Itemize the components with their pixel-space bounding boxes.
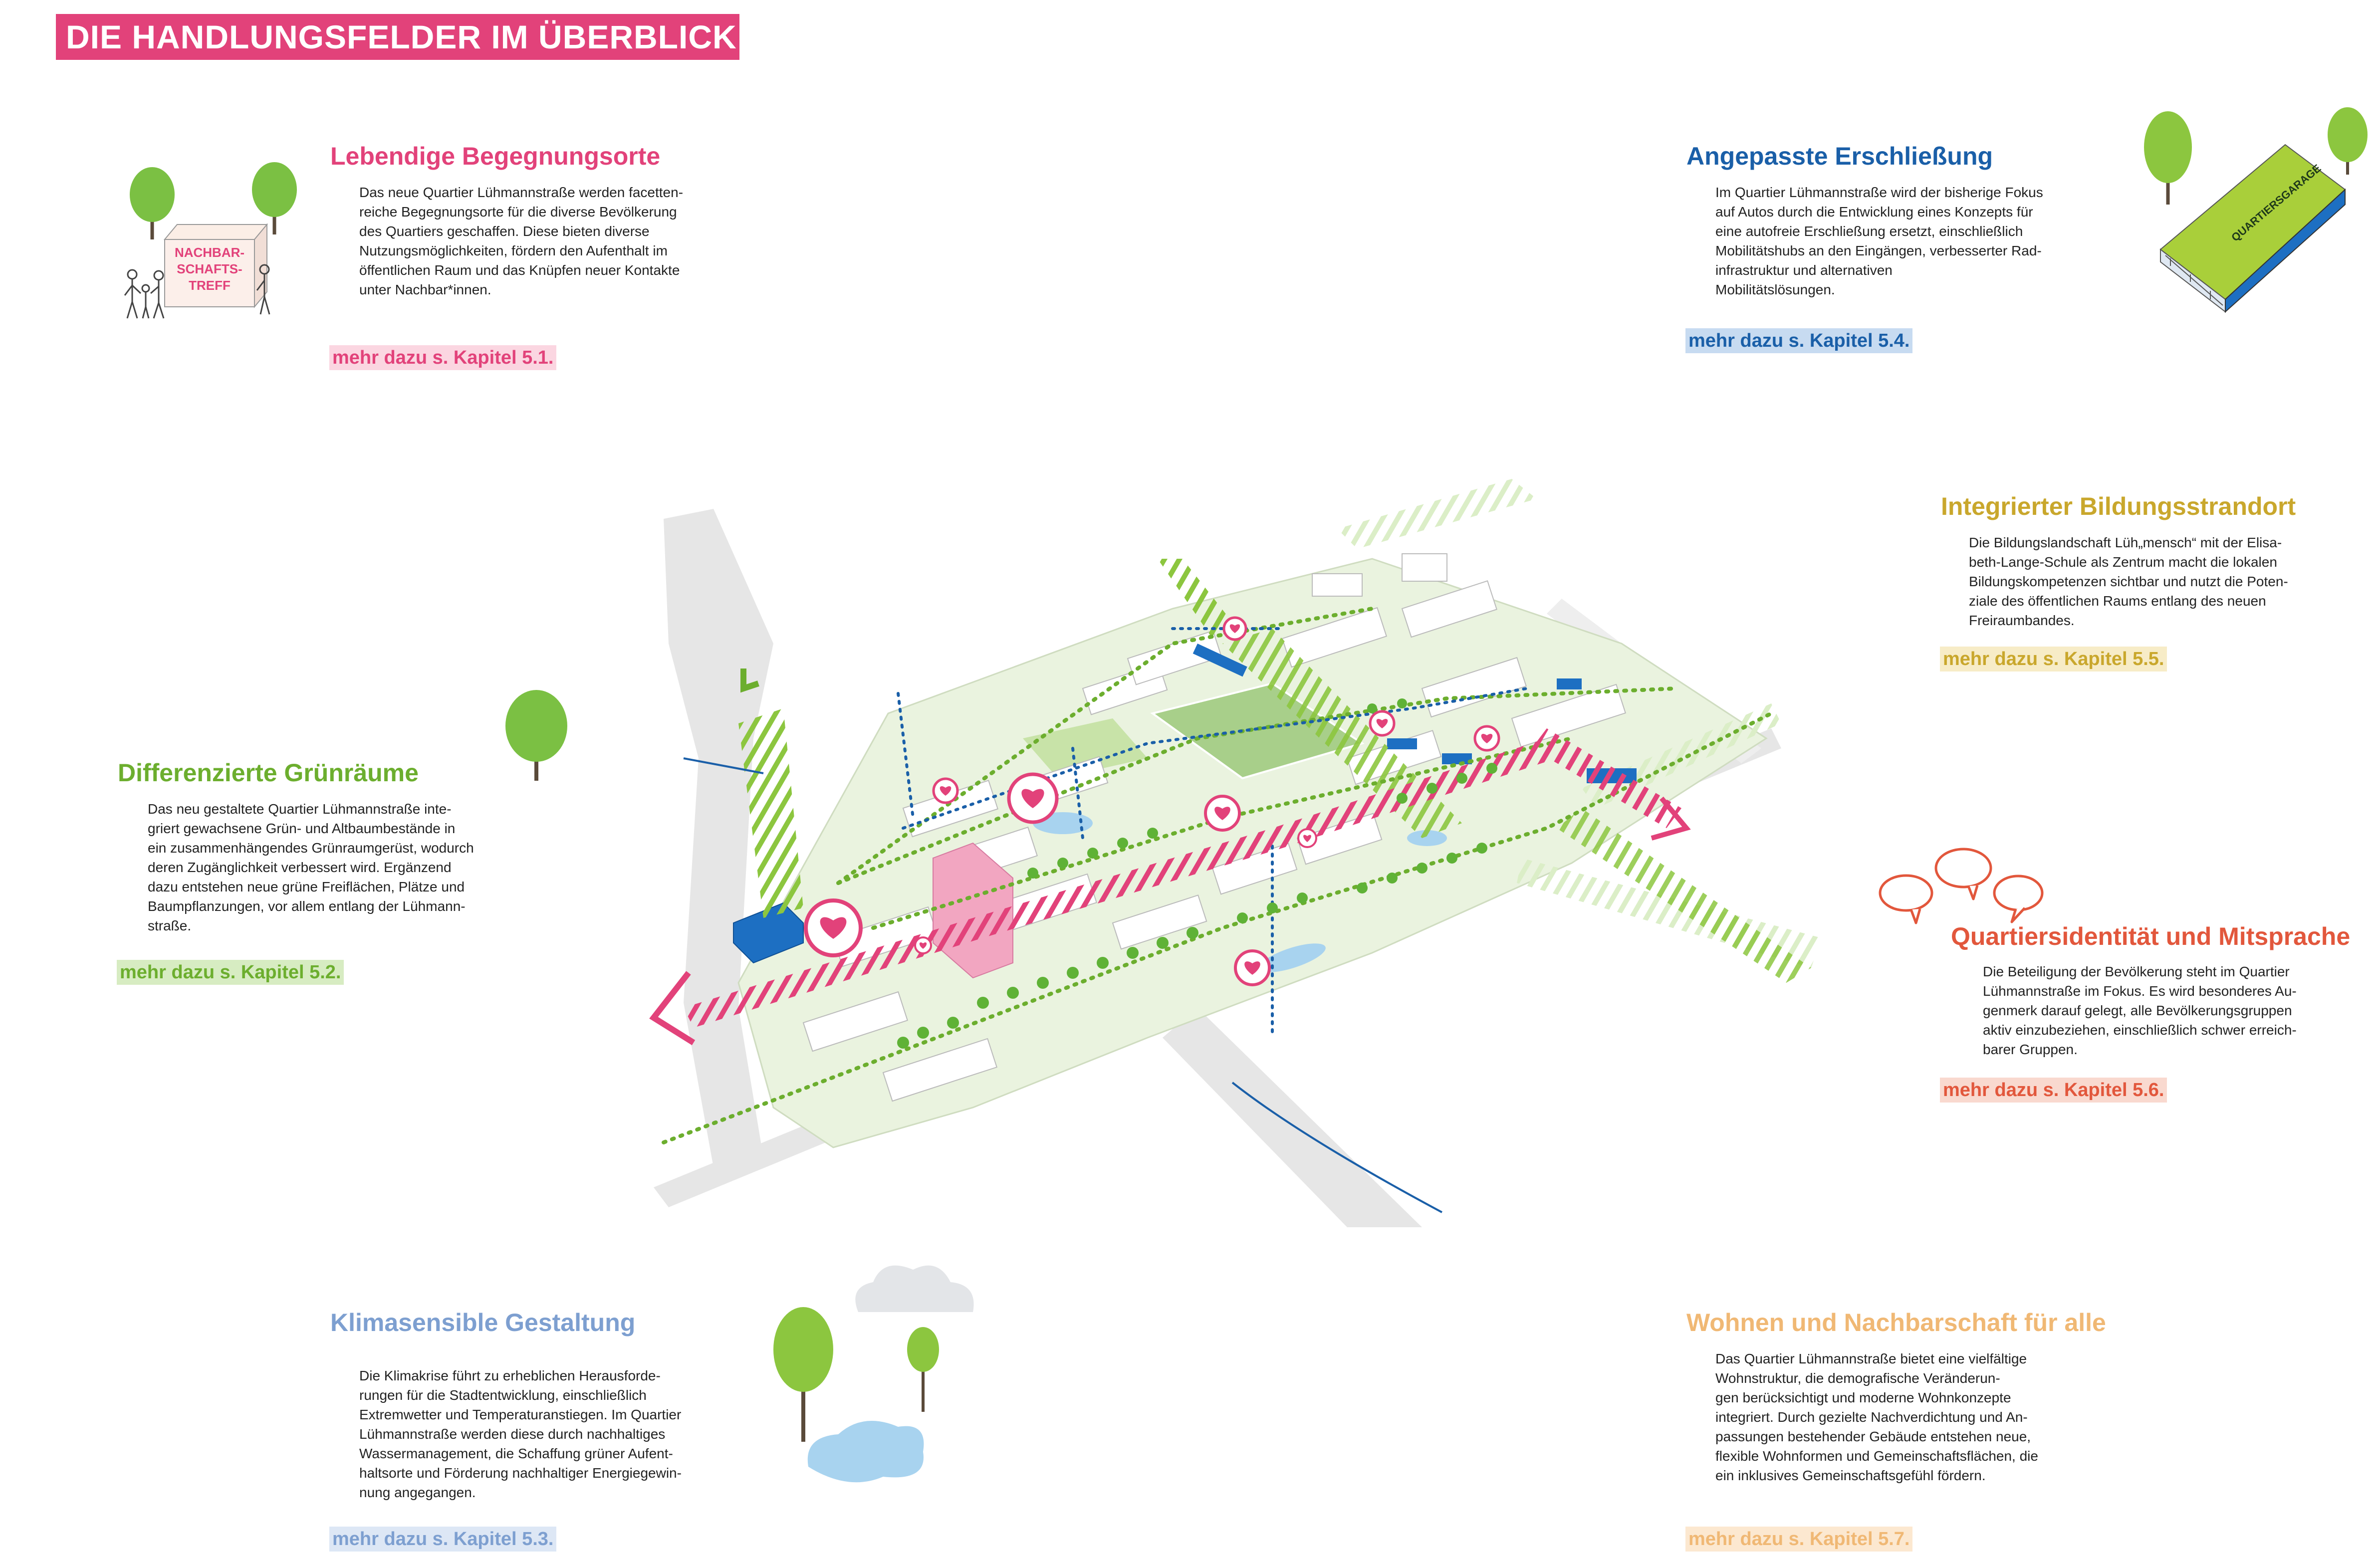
section-text-gruenraeume: Das neu gestaltete Quartier Lühmannstraß… [148, 801, 474, 933]
link-kapitel-5-3[interactable]: mehr dazu s. Kapitel 5.3. [329, 1527, 557, 1552]
section-begegnungsorte: Lebendige Begegnungsorte Das neue Quarti… [330, 141, 769, 299]
section-title-bildung: Integrierter Bildungsstrandort [1941, 492, 2296, 520]
section-text-erschliessung: Im Quartier Lühmannstraße wird der bishe… [1715, 185, 2043, 297]
section-erschliessung: Angepasste Erschließung Im Quartier Lühm… [1686, 141, 2126, 299]
heart-markers [804, 616, 1500, 986]
section-bildung: Integrierter Bildungsstrandort Die Bildu… [1941, 491, 2380, 630]
link-kapitel-5-2[interactable]: mehr dazu s. Kapitel 5.2. [117, 960, 344, 985]
tree-illustration [505, 690, 567, 781]
section-title-identitaet: Quartiersidentität und Mitsprache [1951, 922, 2351, 950]
link-kapitel-5-1[interactable]: mehr dazu s. Kapitel 5.1. [329, 345, 557, 370]
climate-illustration [773, 1265, 974, 1483]
section-klima: Klimasensible Gestaltung Die Klimakrise … [330, 1307, 769, 1502]
page-title-banner: DIE HANDLUNGSFELDER IM ÜBERBLICK [56, 14, 739, 60]
link-kapitel-5-7[interactable]: mehr dazu s. Kapitel 5.7. [1685, 1527, 1913, 1552]
quartiersgarage-illustration: QUARTIERSGARAGE [2144, 107, 2368, 313]
section-identitaet: Quartiersidentität und Mitsprache Die Be… [1951, 921, 2380, 1059]
treff-label-3: TREFF [189, 278, 231, 293]
section-text-identitaet: Die Beteiligung der Bevölkerung steht im… [1983, 964, 2297, 1057]
link-kapitel-5-4[interactable]: mehr dazu s. Kapitel 5.4. [1685, 328, 1913, 353]
neighbourhood-meeting-illustration: NACHBAR- SCHAFTS- TREFF [124, 162, 297, 319]
section-text-klima: Die Klimakrise führt zu erheblichen Hera… [359, 1368, 682, 1500]
section-title-begegnungsorte: Lebendige Begegnungsorte [330, 142, 661, 170]
speech-bubbles-illustration [1879, 848, 2044, 924]
quartier-isometric-map [649, 479, 1821, 1227]
link-kapitel-5-6[interactable]: mehr dazu s. Kapitel 5.6. [1940, 1078, 2167, 1103]
section-text-bildung: Die Bildungslandschaft Lüh„mensch“ mit d… [1969, 535, 2288, 628]
link-kapitel-5-5[interactable]: mehr dazu s. Kapitel 5.5. [1940, 647, 2167, 671]
section-text-begegnungsorte: Das neue Quartier Lühmannstraße werden f… [359, 185, 684, 297]
treff-label-1: NACHBAR- [175, 245, 244, 260]
treff-label-2: SCHAFTS- [177, 261, 242, 276]
section-gruenraeume: Differenzierte Grünräume Das neu gestalt… [118, 757, 557, 935]
section-wohnen: Wohnen und Nachbarschaft für alle Das Qu… [1686, 1307, 2126, 1485]
section-title-klima: Klimasensible Gestaltung [330, 1309, 636, 1336]
section-text-wohnen: Das Quartier Lühmannstraße bietet eine v… [1715, 1351, 2038, 1483]
section-title-gruenraeume: Differenzierte Grünräume [118, 759, 419, 787]
section-title-erschliessung: Angepasste Erschließung [1686, 142, 1993, 170]
section-title-wohnen: Wohnen und Nachbarschaft für alle [1686, 1309, 2106, 1336]
